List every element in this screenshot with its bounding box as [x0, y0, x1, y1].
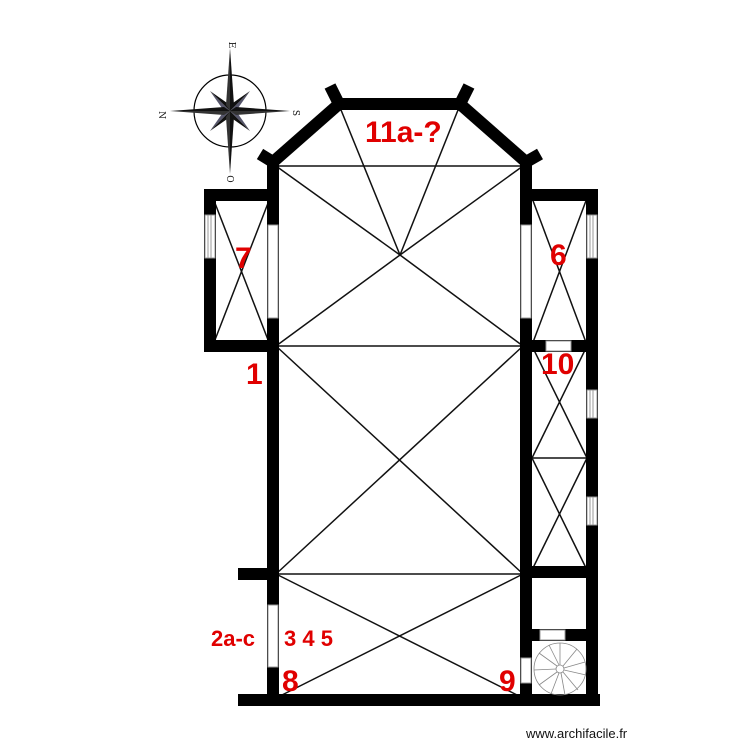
room-label-9: 9 — [499, 665, 516, 698]
watermark-text: www.archifacile.fr — [526, 726, 628, 741]
window — [586, 389, 598, 419]
vault-lines — [212, 104, 588, 699]
room-label-3-4-5: 3 4 5 — [284, 626, 333, 651]
door-opening — [545, 340, 572, 352]
room-label-8: 8 — [282, 665, 299, 698]
room-label-2a-c: 2a-c — [211, 626, 256, 651]
windows — [204, 214, 598, 684]
window — [520, 224, 532, 319]
walls — [204, 83, 600, 706]
door-opening — [539, 629, 566, 641]
compass-rose-icon: N S E O — [156, 42, 300, 183]
spiral-staircase-icon — [533, 642, 587, 696]
window — [586, 214, 598, 259]
compass-west: O — [224, 175, 234, 182]
compass-south: S — [290, 110, 300, 116]
door-opening — [520, 657, 532, 684]
room-label-6: 6 — [550, 239, 567, 272]
window — [586, 496, 598, 526]
compass-east: E — [226, 42, 236, 49]
window — [267, 224, 279, 319]
door-opening — [267, 604, 279, 668]
room-label-11a: 11a-? — [365, 116, 442, 149]
room-label-1: 1 — [246, 358, 263, 391]
room-label-10: 10 — [541, 348, 575, 381]
room-label-7: 7 — [235, 242, 252, 275]
compass-north: N — [156, 111, 166, 119]
window — [204, 214, 216, 259]
